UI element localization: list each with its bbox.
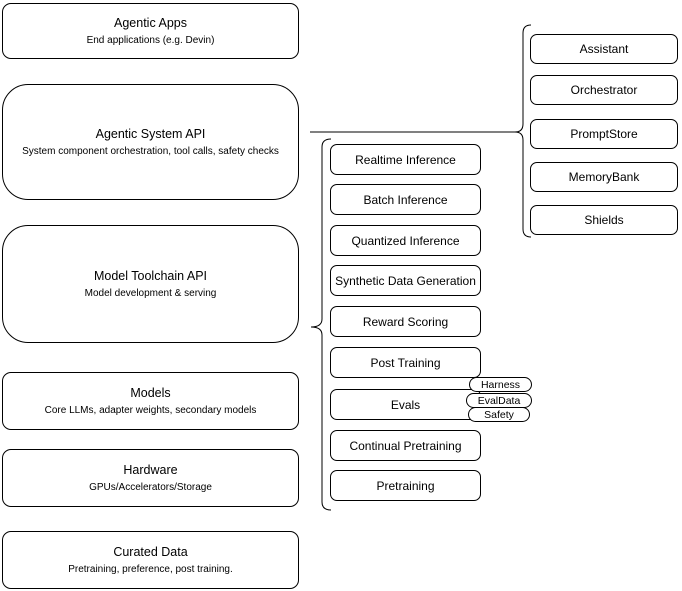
pill-harness: Harness (469, 377, 532, 392)
node-reward-scoring: Reward Scoring (330, 306, 481, 337)
node-title: Model Toolchain API (93, 269, 208, 283)
node-curated-data: Curated Data Pretraining, preference, po… (2, 531, 299, 589)
node-evals: Evals (330, 389, 481, 420)
node-memorybank: MemoryBank (530, 162, 678, 192)
node-subtitle: Model development & serving (84, 288, 217, 299)
node-subtitle: End applications (e.g. Devin) (86, 35, 215, 46)
pill-evaldata: EvalData (466, 393, 532, 408)
node-model-toolchain-api: Model Toolchain API Model development & … (2, 225, 299, 343)
pill-safety: Safety (468, 407, 530, 422)
node-promptstore: PromptStore (530, 119, 678, 149)
node-subtitle: Core LLMs, adapter weights, secondary mo… (44, 405, 257, 416)
node-title: Hardware (123, 463, 178, 477)
node-subtitle: System component orchestration, tool cal… (22, 146, 279, 157)
brace-system-components (514, 24, 532, 238)
node-subtitle: GPUs/Accelerators/Storage (89, 482, 212, 493)
node-models: Models Core LLMs, adapter weights, secon… (2, 372, 299, 430)
node-agentic-system-api: Agentic System API System component orch… (2, 84, 299, 200)
node-quantized-inference: Quantized Inference (330, 225, 481, 256)
node-pretraining: Pretraining (330, 470, 481, 501)
node-hardware: Hardware GPUs/Accelerators/Storage (2, 449, 299, 507)
node-realtime-inference: Realtime Inference (330, 144, 481, 175)
node-synthetic-data-generation: Synthetic Data Generation (330, 265, 481, 296)
node-continual-pretraining: Continual Pretraining (330, 430, 481, 461)
brace-toolchain (310, 138, 332, 511)
node-title: Agentic System API (95, 127, 206, 141)
node-agentic-apps: Agentic Apps End applications (e.g. Devi… (2, 3, 299, 59)
node-title: Curated Data (113, 545, 188, 559)
node-assistant: Assistant (530, 34, 678, 64)
node-shields: Shields (530, 205, 678, 235)
node-post-training: Post Training (330, 347, 481, 378)
node-orchestrator: Orchestrator (530, 75, 678, 105)
node-title: Agentic Apps (114, 16, 187, 30)
node-batch-inference: Batch Inference (330, 184, 481, 215)
node-title: Models (130, 386, 171, 400)
node-subtitle: Pretraining, preference, post training. (68, 564, 233, 575)
